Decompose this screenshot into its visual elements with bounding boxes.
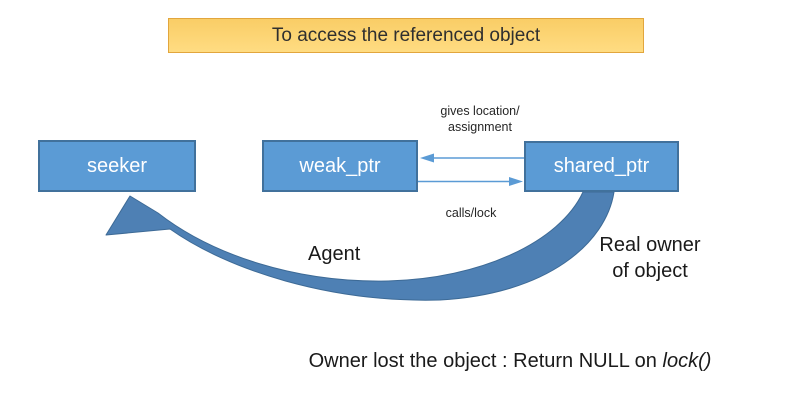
footer-italic-text: lock() [662, 350, 712, 372]
label-real-owner-line1: Real owner [599, 234, 701, 256]
label-gives-location-line2: assignment [448, 120, 512, 134]
label-real-owner-line2: of object [612, 260, 688, 282]
node-seeker: seeker [38, 140, 196, 192]
footer-text: Owner lost the object : Return NULL on [308, 350, 663, 372]
arrowhead-left-icon [420, 153, 434, 163]
title-text: To access the referenced object [271, 24, 541, 46]
node-weak-ptr: weak_ptr [262, 140, 418, 192]
footer-note: Owner lost the object : Return NULL on l… [220, 350, 800, 373]
label-agent: Agent [308, 243, 361, 265]
node-seeker-label: seeker [86, 154, 148, 177]
label-gives-location-line1: gives location/ [440, 104, 520, 118]
label-gives-location: gives location/ assignment [410, 103, 550, 135]
node-shared-ptr: shared_ptr [524, 141, 679, 192]
label-calls-lock: calls/lock [445, 206, 497, 220]
arrow-gives-location [420, 153, 524, 163]
label-real-owner: Real owner of object [570, 232, 730, 284]
arrow-calls-lock [418, 177, 523, 186]
arrowhead-right-icon [509, 177, 523, 186]
title-banner: To access the referenced object [168, 18, 644, 53]
node-weak-ptr-label: weak_ptr [299, 154, 381, 177]
node-shared-ptr-label: shared_ptr [553, 155, 650, 177]
